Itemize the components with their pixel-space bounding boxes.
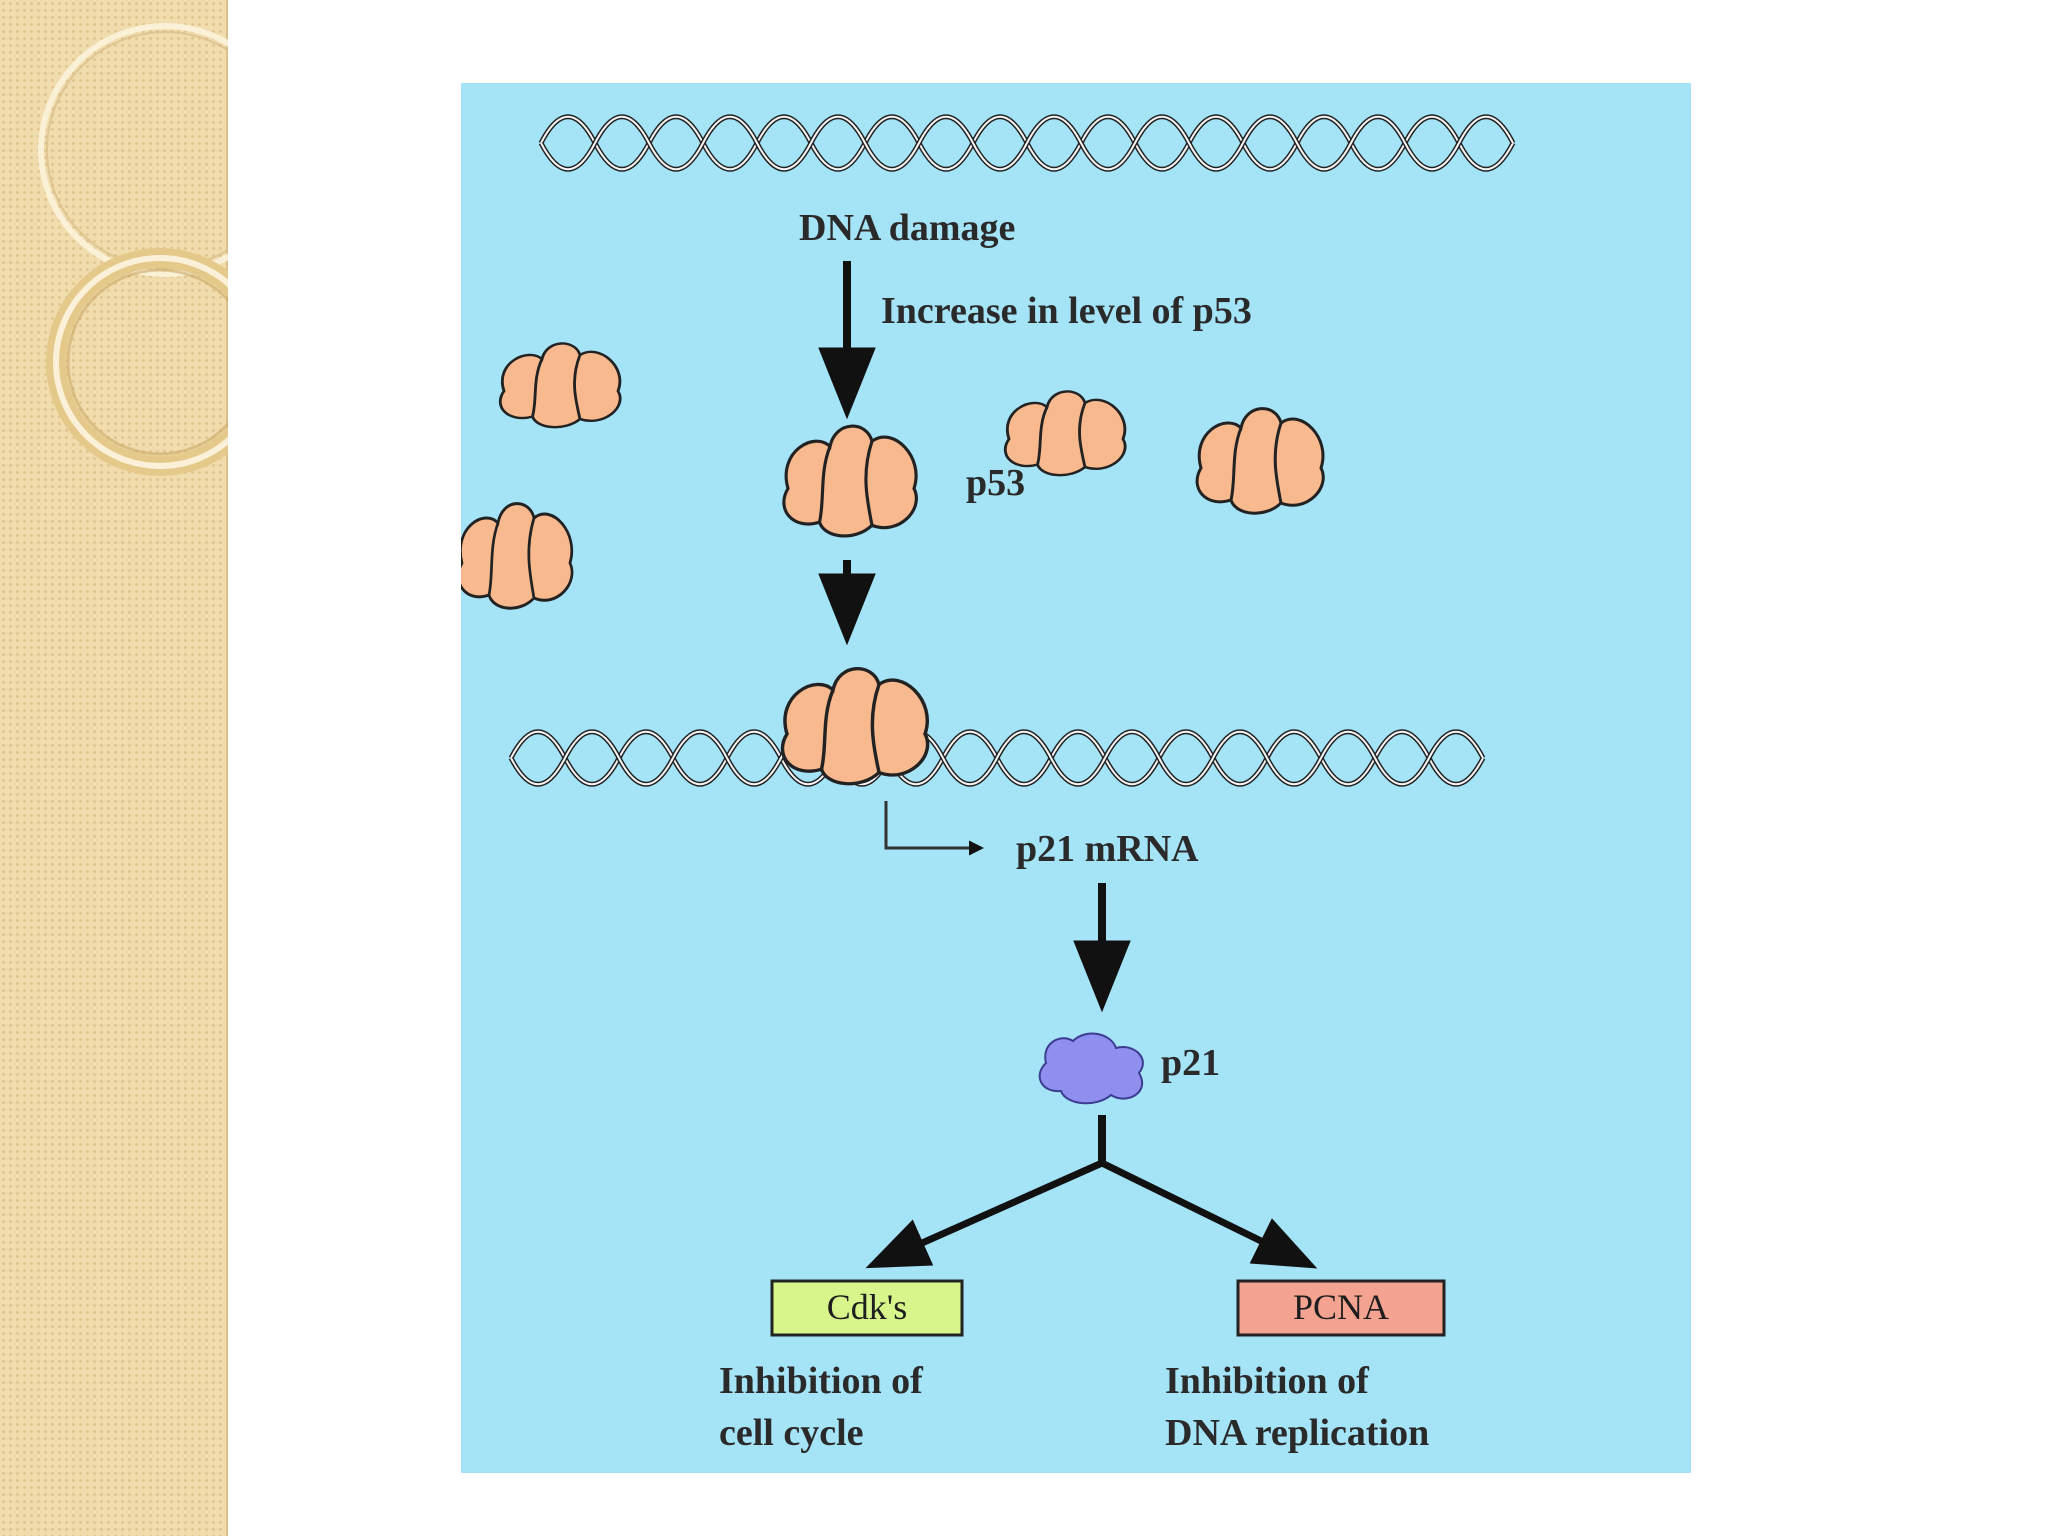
decorative-side-panel (0, 0, 228, 1536)
transcription-arrow (884, 801, 984, 856)
label-pcna: PCNA (1293, 1287, 1389, 1327)
dna-helix-bottom (508, 729, 1486, 787)
label-p53: p53 (966, 462, 1025, 504)
label-cdks: Cdk's (827, 1287, 908, 1327)
label-p21-mrna: p21 mRNA (1016, 828, 1199, 870)
label-cell-cycle-line1: Inhibition of (719, 1360, 924, 1402)
label-dna-replication-line2: DNA replication (1165, 1412, 1429, 1454)
p21-protein (1038, 1032, 1144, 1105)
label-dna-replication-line1: Inhibition of (1165, 1360, 1370, 1402)
p53-protein-main (782, 424, 918, 538)
label-increase-p53: Increase in level of p53 (881, 290, 1252, 332)
arrow-to-pcna (1100, 1159, 1318, 1269)
side-panel-divider (226, 0, 228, 1536)
arrow-to-cdks (865, 1159, 1104, 1269)
p53-protein-bound-to-dna (780, 666, 930, 786)
label-cell-cycle-line2: cell cycle (719, 1412, 864, 1454)
p53-protein-free-1 (498, 342, 622, 429)
label-p21: p21 (1161, 1042, 1220, 1084)
label-dna-damage: DNA damage (799, 207, 1015, 249)
pcna-box (1236, 1279, 1446, 1337)
diagram-canvas: DNA damage Increase in level of p53 p53 … (461, 114, 1516, 1454)
cdks-box (770, 1279, 964, 1337)
dna-helix-top (538, 114, 1516, 172)
p53-protein-free-4 (1195, 407, 1325, 515)
decorative-rings (38, 23, 228, 476)
p53-protein-free-2 (461, 502, 574, 610)
p53-pathway-diagram: DNA damage Increase in level of p53 p53 … (461, 83, 1691, 1473)
